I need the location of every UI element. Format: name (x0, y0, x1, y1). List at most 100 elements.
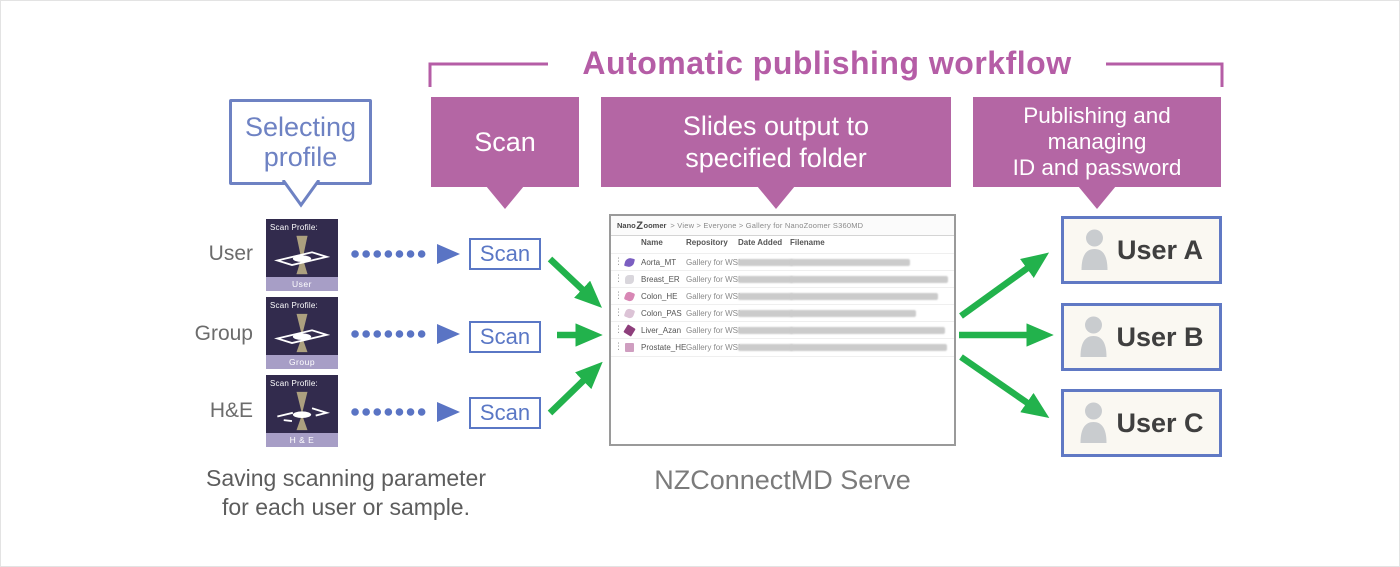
blurred-filename (790, 293, 938, 300)
file-row: ⋮ Colon_HE Gallery for WSI (611, 287, 954, 305)
scan-profile-thumb-group: Scan Profile: Group (266, 297, 338, 369)
user-b-box: User B (1061, 303, 1222, 371)
user-b-label: User B (1116, 321, 1204, 352)
profile-label-user: User (208, 242, 253, 265)
slide-thumbnail (623, 290, 635, 302)
slide-thumbnail (622, 323, 636, 337)
file-repository: Gallery for WSI (686, 343, 741, 352)
blurred-date (738, 259, 793, 266)
nanozoomer-logo-post: oomer (643, 221, 667, 230)
column-header-name: Name (641, 238, 663, 247)
arrow-scan3-to-server (547, 361, 603, 416)
file-repository: Gallery for WSI (686, 275, 741, 284)
stage-box-scan: Scan (431, 97, 579, 209)
file-row: ⋮ Colon_PAS Gallery for WSI (611, 304, 954, 322)
selecting-profile-callout: Selecting profile (229, 99, 372, 208)
stage-scan-pointer (486, 186, 524, 209)
stage-box-output: Slides output to specified folder (601, 97, 951, 209)
person-icon (1080, 316, 1107, 357)
kebab-menu-icon: ⋮ (614, 324, 623, 334)
thumb-caption: Group (266, 355, 338, 369)
user-c-box: User C (1061, 389, 1222, 457)
diagram-title: Automatic publishing workflow (582, 45, 1072, 81)
column-header-repository: Repository (686, 238, 728, 247)
arrow-server-to-user-a (959, 252, 1050, 319)
blurred-date (738, 293, 793, 300)
user-a-box: User A (1061, 216, 1222, 284)
stage-publish-line1: Publishing and (1023, 102, 1171, 128)
kebab-menu-icon: ⋮ (614, 307, 623, 317)
person-icon (1081, 229, 1108, 270)
blurred-filename (790, 327, 945, 334)
footnote-line2: for each user or sample. (221, 494, 470, 521)
footnote-line1: Saving scanning parameter (206, 465, 486, 491)
file-row: ⋮ Aorta_MT Gallery for WSI (611, 253, 954, 271)
file-repository: Gallery for WSI (686, 258, 741, 267)
server-caption: NZConnectMD Serve (654, 465, 911, 495)
title-bracket-right (1106, 62, 1224, 87)
blurred-date (738, 327, 793, 334)
slide-hourglass-icon (266, 310, 338, 355)
thumb-caption: User (266, 277, 338, 291)
slide-hourglass-icon (266, 388, 338, 433)
column-header-date: Date Added (738, 238, 783, 247)
slide-thumbnail (623, 273, 635, 285)
stage-output-pointer (757, 186, 795, 209)
stage-output-line2: specified folder (685, 143, 867, 173)
file-repository: Gallery for WSI (686, 326, 741, 335)
slide-thumbnail (623, 307, 635, 319)
person-icon (1080, 402, 1107, 443)
blurred-date (738, 276, 793, 283)
stage-box-publish: Publishing and managing ID and password (973, 97, 1221, 209)
stage-publish-pointer (1078, 186, 1116, 209)
footnote: Saving scanning parameter for each user … (161, 464, 531, 522)
blurred-date (738, 310, 793, 317)
scan-profile-thumb-user: Scan Profile: User (266, 219, 338, 291)
scan-button-2: Scan (469, 321, 541, 353)
user-a-label: User A (1116, 234, 1204, 265)
stage-publish-line3: ID and password (1012, 155, 1182, 181)
arrow-scan1-to-server (547, 256, 602, 308)
file-row: ⋮ Prostate_HE Gallery for WSI (611, 338, 954, 357)
stage-output-line1: Slides output to (682, 110, 870, 141)
slide-thumbnail (623, 341, 635, 353)
profile-label-group: Group (194, 322, 253, 345)
stage-scan-label: Scan (474, 126, 536, 157)
thumb-title: Scan Profile: (270, 223, 318, 232)
kebab-menu-icon: ⋮ (614, 290, 623, 300)
title-bracket-left (428, 62, 548, 87)
column-header-filename: Filename (790, 238, 825, 247)
blurred-filename (790, 259, 910, 266)
blurred-date (738, 344, 793, 351)
file-row: ⋮ Breast_ER Gallery for WSI (611, 270, 954, 288)
file-name: Aorta_MT (641, 258, 677, 267)
nanozoomer-logo-z: Z (636, 219, 643, 232)
scan-button-1: Scan (469, 238, 541, 270)
breadcrumb: Nano Z oomer > View > Everyone > Gallery… (611, 216, 954, 236)
file-repository: Gallery for WSI (686, 309, 741, 318)
thumb-title: Scan Profile: (270, 301, 318, 310)
arrow-server-to-user-c (959, 354, 1050, 419)
thumb-title: Scan Profile: (270, 379, 318, 388)
server-window: Nano Z oomer > View > Everyone > Gallery… (609, 214, 956, 446)
callout-line1: Selecting (244, 111, 357, 142)
scan-button-3: Scan (469, 397, 541, 429)
breadcrumb-path: > View > Everyone > Gallery for NanoZoom… (670, 221, 864, 230)
file-name: Colon_HE (641, 292, 678, 301)
user-c-label: User C (1116, 407, 1204, 438)
thumb-caption: H & E (266, 433, 338, 447)
blurred-filename (790, 344, 947, 351)
kebab-menu-icon: ⋮ (614, 273, 623, 283)
dotted-arrow-user (351, 244, 460, 264)
slide-thumbnail (623, 256, 635, 268)
kebab-menu-icon: ⋮ (614, 256, 623, 266)
blurred-filename (790, 276, 948, 283)
profile-label-he: H&E (209, 399, 253, 422)
kebab-menu-icon: ⋮ (614, 341, 623, 351)
file-row: ⋮ Liver_Azan Gallery for WSI (611, 321, 954, 339)
file-name: Breast_ER (641, 275, 680, 284)
file-name: Liver_Azan (641, 326, 682, 335)
callout-pointer (281, 180, 320, 208)
dotted-arrow-group (351, 324, 460, 344)
